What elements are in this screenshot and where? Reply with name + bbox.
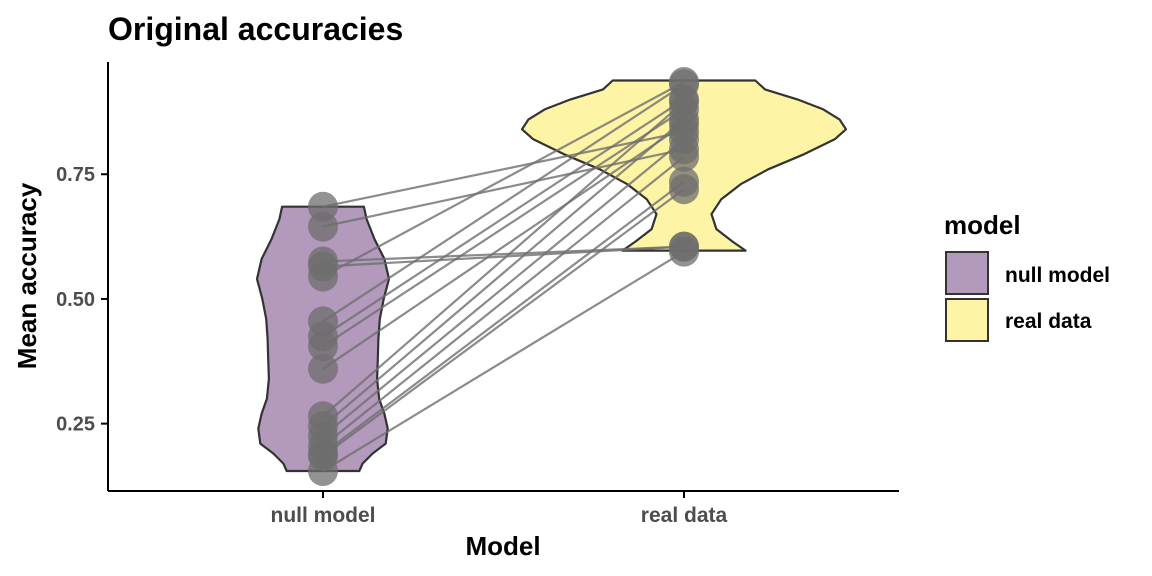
pair-line-6 [322, 83, 685, 323]
chart-title: Original accuracies [108, 11, 403, 47]
legend-label-real-data: real data [1005, 310, 1092, 333]
pair-line-13 [322, 155, 685, 447]
pair-line-1 [322, 130, 685, 208]
point-null-model-16 [308, 456, 338, 486]
legend-key-null-model [945, 251, 989, 295]
point-null-model-5 [308, 261, 338, 292]
y-tick-label: 0.50 [56, 289, 95, 311]
x-tick-label: real data [641, 504, 728, 527]
violins [255, 79, 848, 473]
pair-line-5 [322, 81, 685, 278]
pair-line-14 [322, 180, 685, 455]
pair-line-9 [322, 123, 685, 370]
point-null-model-8 [308, 331, 338, 362]
pair-line-7 [322, 98, 685, 338]
pair-line-11 [322, 118, 685, 428]
point-null-model-9 [308, 353, 338, 384]
pair-line-10 [322, 101, 685, 418]
point-null-model-2 [308, 211, 338, 242]
legend-title: model [944, 210, 1021, 240]
pair-lines [322, 81, 685, 472]
pair-line-4 [322, 245, 685, 268]
y-ticks: 0.25 0.50 0.75 [56, 164, 108, 436]
pair-line-16 [322, 250, 685, 472]
y-tick-label: 0.25 [56, 414, 95, 436]
x-ticks: null model real data [271, 491, 728, 527]
legend: model null model real data [944, 210, 1110, 342]
pair-line-8 [322, 108, 685, 348]
legend-key-real-data [945, 298, 989, 342]
y-axis-title: Mean accuracy [12, 182, 42, 369]
points [308, 67, 699, 486]
x-axis-title: Model [465, 531, 540, 561]
pair-line-12 [322, 138, 685, 437]
point-real-data-16 [669, 236, 699, 267]
y-tick-label: 0.75 [56, 164, 95, 186]
pair-line-15 [322, 188, 685, 457]
point-real-data-13 [669, 141, 699, 172]
x-tick-label: null model [271, 504, 376, 527]
pair-line-2 [322, 148, 685, 228]
point-real-data-15 [669, 174, 699, 205]
legend-label-null-model: null model [1005, 264, 1110, 287]
